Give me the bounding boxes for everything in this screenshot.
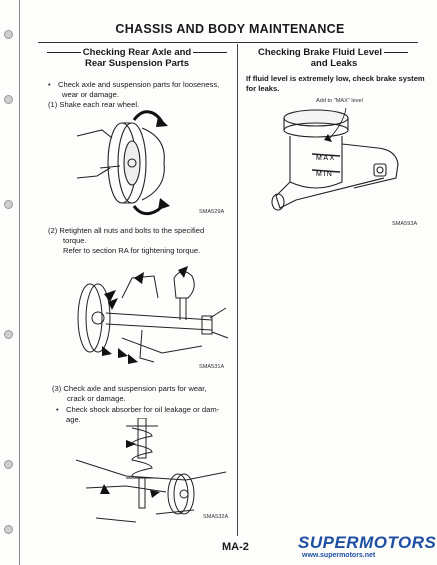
- punch-hole: [4, 330, 13, 339]
- rear-axle-bullet-text: Check axle and suspension parts for loos…: [58, 80, 220, 89]
- step-3: (3) Check axle and suspension parts for …: [52, 384, 207, 404]
- reservoir-figure-code: SMA593A: [392, 221, 418, 227]
- shock-absorber-bullet-text: Check shock absorber for oil leakage or …: [66, 405, 220, 414]
- step-2-text: Refer to section RA for tightening torqu…: [63, 246, 201, 255]
- page-number: MA-2: [222, 541, 249, 553]
- step-3-text: (3) Check axle and suspension parts for …: [52, 384, 207, 393]
- figure-3-code: SMA532A: [203, 514, 229, 520]
- figure-2-code: SMA531A: [199, 364, 225, 370]
- step-2-text: (2) Retighten all nuts and bolts to the …: [48, 226, 205, 235]
- shock-absorber-bullet: •Check shock absorber for oil leakage or…: [56, 405, 220, 424]
- brake-fluid-heading-line2: and Leaks: [310, 58, 358, 69]
- rear-axle-bullet-text: wear or damage.: [62, 90, 119, 99]
- page-title: CHASSIS AND BODY MAINTENANCE: [115, 22, 345, 36]
- punch-hole: [4, 95, 13, 104]
- column-divider: [237, 44, 238, 536]
- shock-absorber-figure: [75, 418, 227, 523]
- step-3-text: crack or damage.: [67, 394, 126, 403]
- rear-axle-heading-line2: Rear Suspension Parts: [84, 58, 189, 69]
- min-mark-label: MIN: [316, 171, 333, 178]
- suspension-assembly-figure: [77, 266, 229, 364]
- rear-axle-heading: Checking Rear Axle and Rear Suspension P…: [42, 47, 232, 69]
- punch-hole: [4, 200, 13, 209]
- supermotors-watermark: SUPERMOTORS www.supermotors.net: [292, 533, 436, 563]
- punch-hole: [4, 525, 13, 534]
- brake-fluid-reservoir-figure: MAX MIN: [271, 107, 399, 211]
- max-mark-label: MAX: [316, 155, 336, 162]
- binding-edge: [19, 0, 20, 565]
- watermark-brand: SUPERMOTORS: [298, 533, 437, 552]
- brake-fluid-heading: Checking Brake Fluid Level and Leaks: [244, 47, 424, 69]
- reservoir-caption: Add to "MAX" level: [316, 98, 363, 104]
- rear-axle-heading-line1: Checking Rear Axle and: [82, 47, 192, 58]
- figure-1-code: SMA529A: [199, 209, 225, 215]
- punch-hole: [4, 30, 13, 39]
- title-divider: [38, 42, 418, 43]
- wheel-shake-figure: [76, 110, 170, 216]
- watermark-url: www.supermotors.net: [302, 552, 376, 559]
- punch-hole: [4, 460, 13, 469]
- brake-fluid-intro-text: for leaks.: [246, 84, 280, 93]
- brake-fluid-intro: If fluid level is extremely low, check b…: [246, 74, 425, 94]
- step-1: (1) Shake each rear wheel.: [48, 100, 140, 109]
- binding-strip: [0, 0, 22, 565]
- rear-axle-bullet: •Check axle and suspension parts for loo…: [48, 80, 220, 99]
- shock-absorber-bullet-text: age.: [66, 415, 81, 424]
- brake-fluid-heading-line1: Checking Brake Fluid Level: [257, 47, 383, 58]
- brake-fluid-intro-text: If fluid level is extremely low, check b…: [246, 74, 425, 83]
- step-2-text: torque.: [63, 236, 87, 245]
- step-2: (2) Retighten all nuts and bolts to the …: [48, 226, 204, 256]
